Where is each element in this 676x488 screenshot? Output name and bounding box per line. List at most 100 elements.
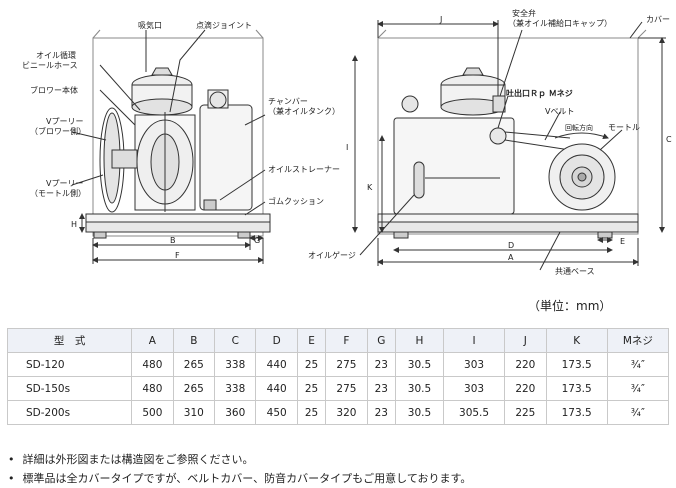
header-a: A — [131, 328, 174, 353]
label-pulley-motor-1: Vプーリー — [46, 179, 83, 188]
cell: 265 — [172, 352, 216, 377]
label-strainer: オイルストレーナー — [268, 165, 340, 174]
cell: 310 — [172, 400, 216, 425]
cell: 338 — [214, 352, 257, 377]
cell: 440 — [255, 352, 298, 377]
cell: 30.5 — [394, 400, 444, 425]
header-g: G — [366, 328, 396, 353]
cell-model: SD-200s — [6, 400, 133, 425]
header-c: C — [214, 328, 257, 353]
label-pulley-motor-2: （モートル側） — [30, 188, 86, 198]
cell: 338 — [214, 376, 257, 401]
dim-a: A — [508, 253, 514, 262]
label-pulley-blower-1: Vプーリー — [46, 117, 83, 126]
cell: 320 — [325, 400, 368, 425]
header-e: E — [296, 328, 327, 353]
header-k: K — [545, 328, 608, 353]
cell: 25 — [296, 400, 327, 425]
label-vbelt: Vベルト — [545, 107, 574, 116]
right-base — [377, 213, 639, 223]
label-common-base: 共通ベース — [555, 266, 595, 276]
label-motor: モートル — [608, 123, 640, 132]
cell: 30.5 — [394, 352, 444, 377]
cell: 360 — [214, 400, 257, 425]
cell: 220 — [504, 376, 547, 401]
unit-label: （単位：mm） — [528, 299, 612, 313]
cell: 23 — [366, 376, 396, 401]
cell: 173.5 — [545, 400, 608, 425]
label-pulley-blower-2: （ブロワー側） — [30, 126, 86, 136]
note-item: 標準品は全カバータイプですが、ベルトカバー、防音カバータイプもご用意しております… — [8, 469, 472, 488]
label-cover: カバー — [646, 15, 670, 24]
dim-i: I — [346, 143, 348, 152]
header-model: 型 式 — [6, 328, 133, 353]
chamber-tank — [199, 104, 253, 211]
cell: 275 — [325, 352, 368, 377]
outline-drawing: 吸気口 点滴ジョイント オイル循環 ビニールホース ブロワー本体 Vプーリー （… — [22, 8, 672, 276]
dim-d: D — [508, 241, 514, 250]
cell: 303 — [442, 376, 506, 401]
cell: 30.5 — [394, 376, 444, 401]
cell-model: SD-120 — [6, 352, 133, 377]
dim-g: G — [254, 236, 260, 245]
dim-j: J — [439, 15, 442, 24]
header-i: I — [442, 328, 506, 353]
table-header-row: 型 式 A B C D E F G H I J K Mネジ — [6, 328, 670, 353]
cell: 225 — [504, 400, 547, 425]
cell: 23 — [366, 352, 396, 377]
dim-e: E — [620, 237, 625, 246]
cell: 450 — [255, 400, 298, 425]
cell: 305.5 — [442, 400, 506, 425]
cell: 440 — [255, 376, 298, 401]
cell: 23 — [366, 400, 396, 425]
dim-f: F — [175, 251, 180, 260]
label-safety-valve-2: （兼オイル補給口キャップ） — [508, 18, 612, 28]
header-h: H — [394, 328, 444, 353]
cell: 480 — [131, 352, 174, 377]
cell: 303 — [442, 352, 506, 377]
header-f: F — [325, 328, 368, 353]
dim-b: B — [170, 236, 176, 245]
left-base — [85, 213, 271, 223]
cell: 265 — [172, 376, 216, 401]
label-chamber-2: （兼オイルタンク） — [268, 106, 340, 116]
spec-table: 型 式 A B C D E F G H I J K Mネジ SD-120 480… — [6, 328, 670, 425]
label-oil-hose-2: ビニールホース — [22, 61, 78, 70]
cell: 25 — [296, 352, 327, 377]
cell: 173.5 — [545, 376, 608, 401]
notes-list: 詳細は外形図または構造図をご参照ください。 標準品は全カバータイプですが、ベルト… — [8, 450, 472, 488]
cell: 275 — [325, 376, 368, 401]
note-item: 詳細は外形図または構造図をご参照ください。 — [8, 450, 471, 469]
right-view — [352, 20, 666, 271]
cell: 500 — [131, 400, 174, 425]
label-blower-body: ブロワー本体 — [30, 85, 78, 95]
dim-c: C — [666, 135, 672, 144]
header-m-thread: Mネジ — [606, 328, 670, 353]
label-outlet: 吐出口Ｒｐ Ｍネジ — [506, 88, 573, 99]
label-oil-gauge: オイルゲージ — [308, 250, 356, 260]
label-intake: 吸気口 — [138, 20, 162, 30]
cell: ¾″ — [606, 400, 670, 425]
right-cover — [377, 37, 639, 235]
label-chamber-1: チャンバー — [268, 97, 308, 106]
cell: 173.5 — [545, 352, 608, 377]
table-row: SD-120 480 265 338 440 25 275 23 30.5 30… — [6, 352, 670, 377]
dim-k: K — [367, 183, 373, 192]
label-rubber: ゴムクッション — [268, 196, 324, 206]
label-drip-joint: 点滴ジョイント — [196, 20, 252, 30]
header-j: J — [504, 328, 547, 353]
label-rotation: 回転方向 — [565, 123, 593, 132]
label-safety-valve-1: 安全弁 — [512, 8, 536, 18]
cell: ¾″ — [606, 352, 670, 377]
cell: 480 — [131, 376, 174, 401]
cell-model: SD-150s — [6, 376, 133, 401]
dim-h: H — [71, 220, 77, 229]
table-row: SD-200s 500 310 360 450 25 320 23 30.5 3… — [6, 400, 670, 425]
label-oil-hose-1: オイル循環 — [36, 50, 76, 60]
header-b: B — [172, 328, 216, 353]
header-d: D — [255, 328, 298, 353]
oil-gauge — [413, 161, 425, 199]
cell: 220 — [504, 352, 547, 377]
left-view — [71, 29, 271, 264]
cell: ¾″ — [606, 376, 670, 401]
